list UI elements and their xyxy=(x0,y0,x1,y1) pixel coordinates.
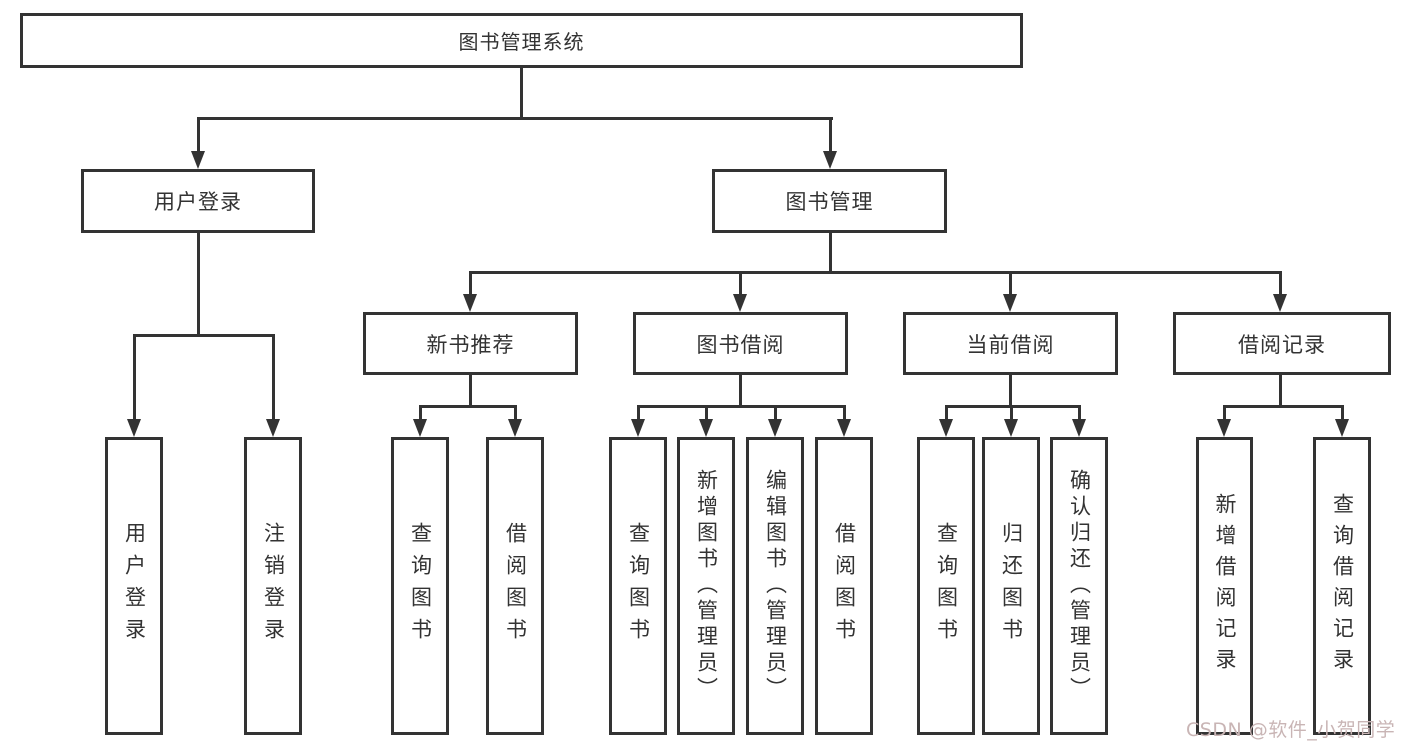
connector-line xyxy=(1078,405,1081,421)
connector-line xyxy=(843,405,846,421)
arrow-down-icon xyxy=(768,419,782,437)
node-label: 当前借阅 xyxy=(966,332,1055,357)
connector-line xyxy=(739,271,742,297)
node-book-management: 图书管理 xyxy=(712,169,947,233)
connector-line xyxy=(1223,405,1343,408)
arrow-down-icon xyxy=(1004,419,1018,437)
arrow-down-icon xyxy=(463,294,477,312)
connector-line xyxy=(469,375,472,408)
connector-line xyxy=(419,405,422,421)
connector-line xyxy=(1009,271,1012,297)
csdn-watermark: CSDN @软件_小贺同学 xyxy=(1186,719,1396,741)
leaf-borrow-add-book-admin: 新增图书（管理员） xyxy=(677,437,735,735)
node-label: 确认归还（管理员） xyxy=(1067,469,1092,703)
node-label: 查询图书 xyxy=(626,522,651,650)
connector-line xyxy=(469,271,1282,274)
node-new-book-recommend: 新书推荐 xyxy=(363,312,578,375)
leaf-user-login: 用户登录 xyxy=(105,437,163,735)
connector-line xyxy=(829,117,832,152)
node-label: 注销登录 xyxy=(261,522,286,650)
connector-line xyxy=(520,66,523,119)
node-label: 用户登录 xyxy=(154,190,242,214)
connector-line xyxy=(945,405,1081,408)
arrow-down-icon xyxy=(1273,294,1287,312)
node-label: 借阅图书 xyxy=(832,522,857,650)
node-current-borrow: 当前借阅 xyxy=(903,312,1118,375)
connector-line xyxy=(514,405,517,421)
connector-line xyxy=(945,405,948,421)
connector-line xyxy=(774,405,777,421)
leaf-newbook-borrow-book: 借阅图书 xyxy=(486,437,544,735)
node-label: 编辑图书（管理员） xyxy=(763,469,788,703)
connector-line xyxy=(705,405,708,421)
connector-line xyxy=(419,405,517,408)
leaf-records-add-record: 新增借阅记录 xyxy=(1196,437,1253,735)
connector-line xyxy=(197,233,200,337)
arrow-down-icon xyxy=(508,419,522,437)
connector-line xyxy=(1010,405,1013,421)
node-book-borrow: 图书借阅 xyxy=(633,312,848,375)
leaf-borrow-borrow-book: 借阅图书 xyxy=(815,437,873,735)
leaf-borrow-query-book: 查询图书 xyxy=(609,437,667,735)
arrow-down-icon xyxy=(939,419,953,437)
connector-line xyxy=(469,271,472,297)
arrow-down-icon xyxy=(1072,419,1086,437)
leaf-logout: 注销登录 xyxy=(244,437,302,735)
leaf-current-query-book: 查询图书 xyxy=(917,437,975,735)
node-label: 查询图书 xyxy=(408,522,433,650)
arrow-down-icon xyxy=(1335,419,1349,437)
connector-line xyxy=(739,375,742,408)
arrow-down-icon xyxy=(413,419,427,437)
leaf-current-return-book: 归还图书 xyxy=(982,437,1040,735)
node-label: 图书借阅 xyxy=(696,332,785,357)
node-label: 新增图书（管理员） xyxy=(694,469,719,703)
connector-line xyxy=(133,334,275,337)
node-root-library-system: 图书管理系统 xyxy=(20,13,1023,68)
connector-line xyxy=(637,405,640,421)
arrow-down-icon xyxy=(127,419,141,437)
connector-line xyxy=(1223,405,1226,421)
node-label: 借阅图书 xyxy=(503,522,528,650)
connector-line xyxy=(637,405,846,408)
node-borrow-records: 借阅记录 xyxy=(1173,312,1391,375)
node-user-login: 用户登录 xyxy=(81,169,315,233)
node-label: 新书推荐 xyxy=(426,332,515,357)
connector-line xyxy=(1279,271,1282,297)
arrow-down-icon xyxy=(191,151,205,169)
arrow-down-icon xyxy=(1003,294,1017,312)
node-label: 归还图书 xyxy=(999,522,1024,650)
connector-line xyxy=(197,117,833,120)
node-label: 图书管理系统 xyxy=(458,30,585,54)
arrow-down-icon xyxy=(733,294,747,312)
node-label: 查询图书 xyxy=(934,522,959,650)
arrow-down-icon xyxy=(699,419,713,437)
arrow-down-icon xyxy=(837,419,851,437)
connector-line xyxy=(829,233,832,274)
node-label: 用户登录 xyxy=(122,522,147,650)
leaf-records-query-record: 查询借阅记录 xyxy=(1313,437,1371,735)
arrow-down-icon xyxy=(266,419,280,437)
arrow-down-icon xyxy=(1217,419,1231,437)
node-label: 图书管理 xyxy=(785,190,874,214)
node-label: 查询借阅记录 xyxy=(1330,493,1355,679)
arrow-down-icon xyxy=(631,419,645,437)
connector-line xyxy=(1279,375,1282,408)
connector-line xyxy=(197,117,200,152)
node-label: 借阅记录 xyxy=(1238,332,1326,357)
leaf-newbook-query-book: 查询图书 xyxy=(391,437,449,735)
connector-line xyxy=(133,334,136,420)
leaf-current-confirm-return-admin: 确认归还（管理员） xyxy=(1050,437,1108,735)
arrow-down-icon xyxy=(823,151,837,169)
connector-line xyxy=(272,334,275,420)
connector-line xyxy=(1009,375,1012,408)
connector-line xyxy=(1341,405,1344,421)
leaf-borrow-edit-book-admin: 编辑图书（管理员） xyxy=(746,437,804,735)
node-label: 新增借阅记录 xyxy=(1213,493,1237,679)
